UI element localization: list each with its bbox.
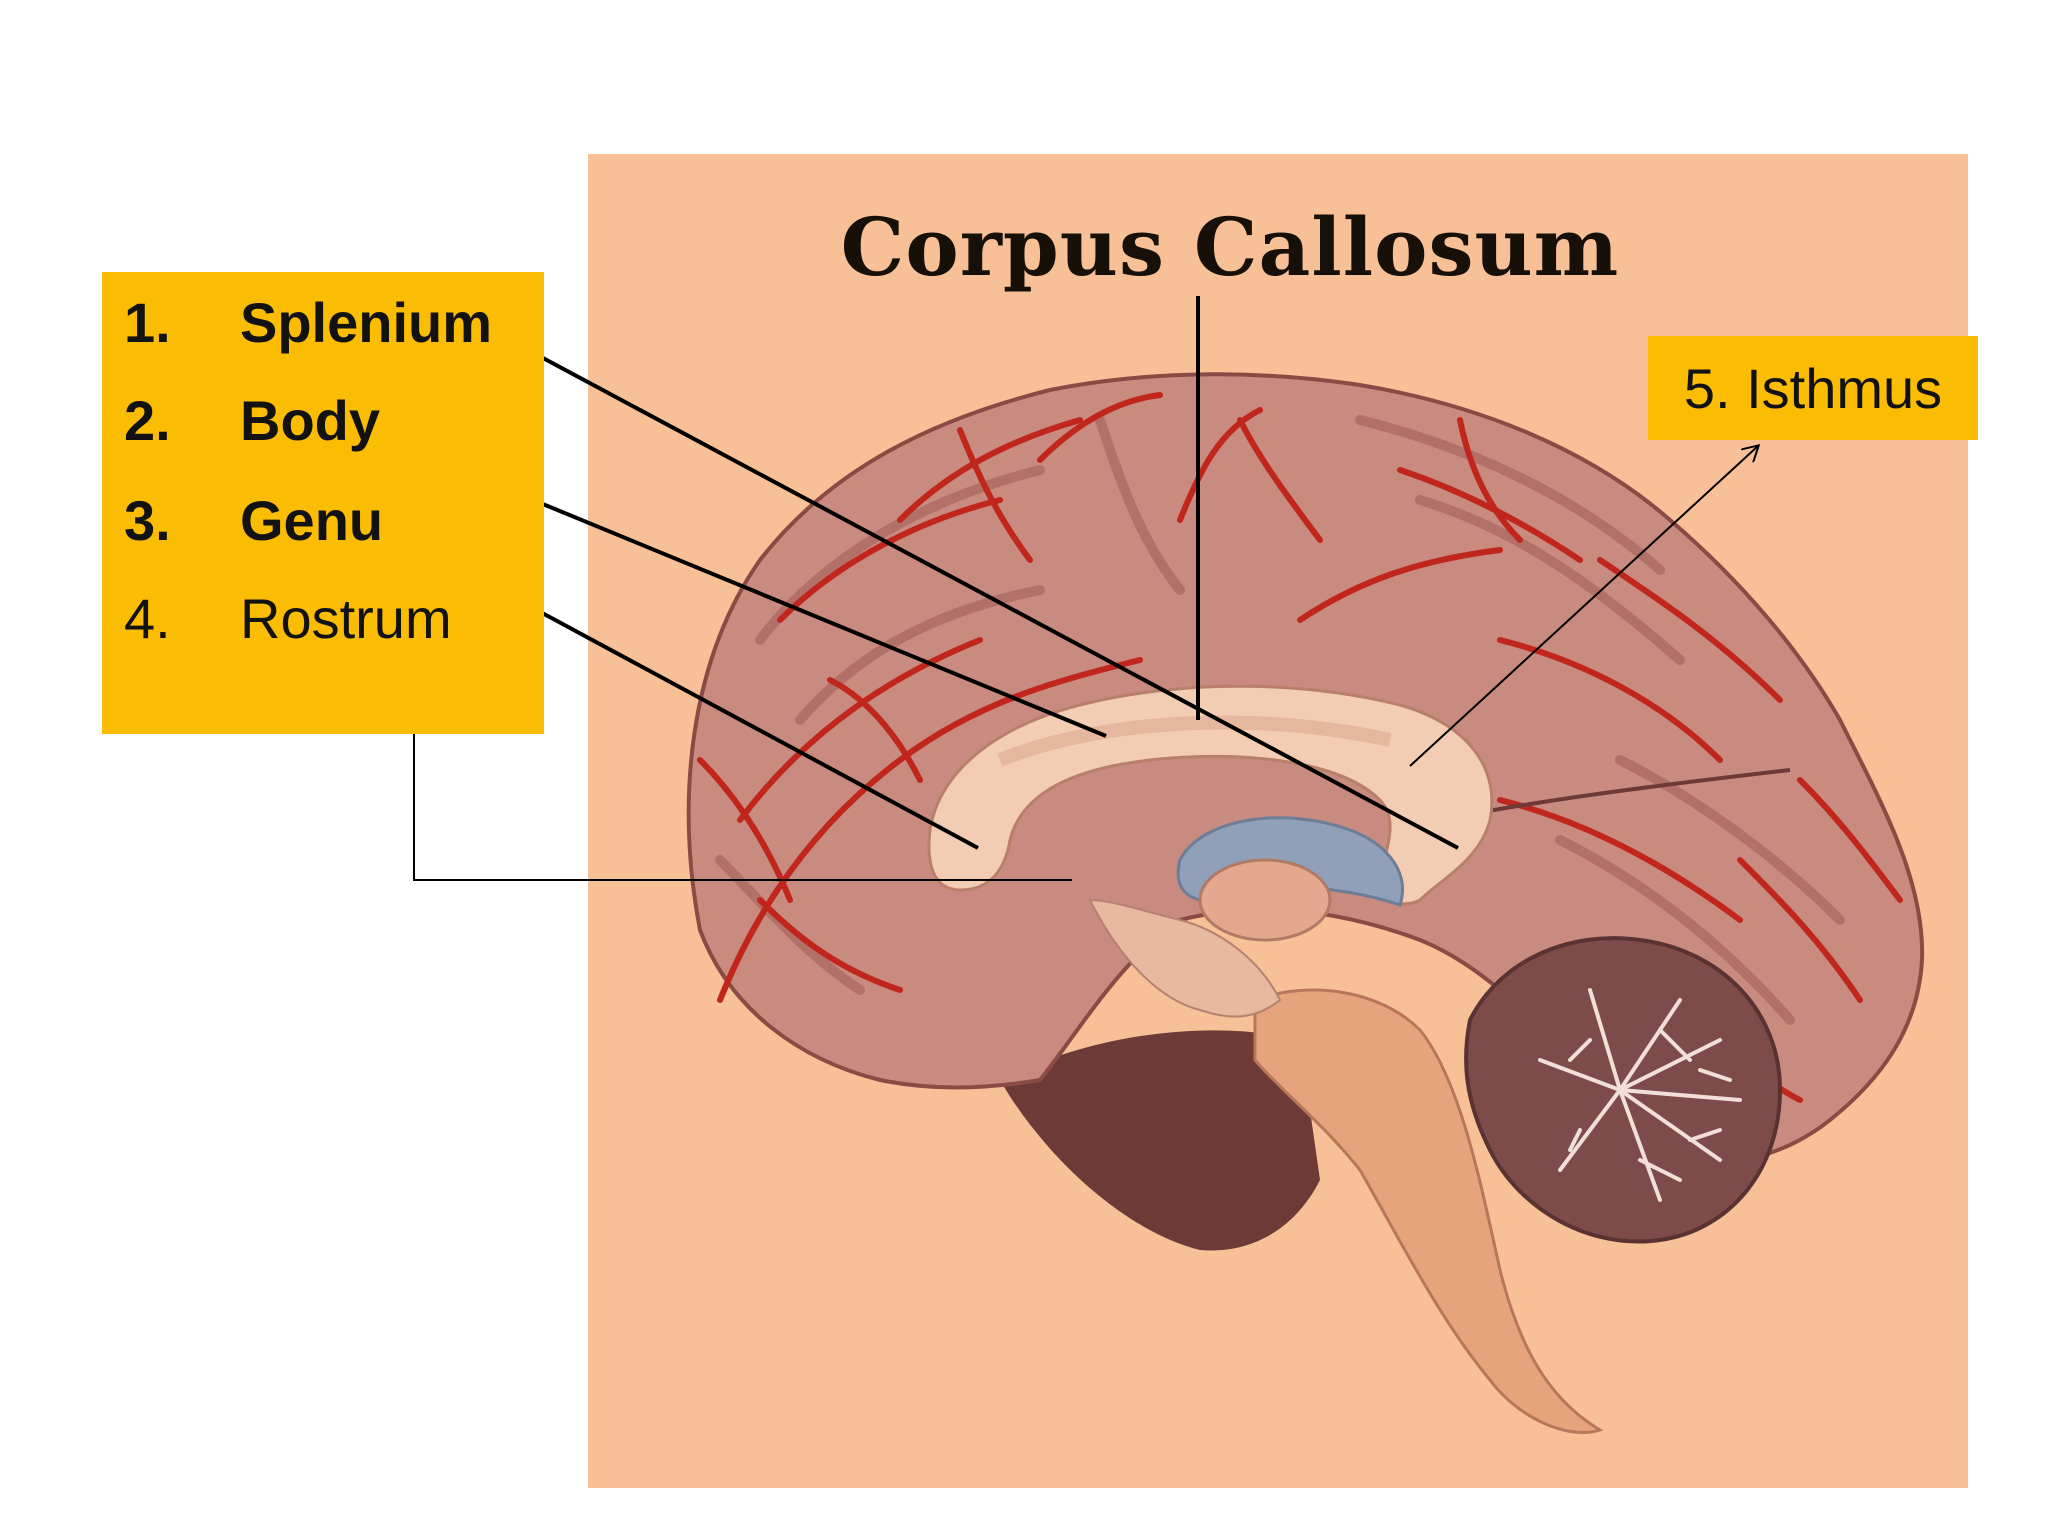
- label-number: 2.: [124, 388, 240, 453]
- label-rostrum: 4.Rostrum: [124, 586, 452, 651]
- diagram-title: Corpus Callosum: [810, 200, 1650, 294]
- thalamus: [1200, 860, 1330, 940]
- label-number: 1.: [124, 290, 240, 355]
- label-genu: 3.Genu: [124, 488, 383, 553]
- label-isthmus: 5. Isthmus: [1648, 336, 1978, 440]
- label-text: Rostrum: [240, 587, 452, 650]
- label-number: 3.: [124, 488, 240, 553]
- label-body: 2.Body: [124, 388, 380, 453]
- label-text: Body: [240, 389, 380, 452]
- label-number: 4.: [124, 586, 240, 651]
- label-text: Genu: [240, 489, 383, 552]
- label-splenium: 1.Splenium: [124, 290, 492, 355]
- label-text: Splenium: [240, 291, 492, 354]
